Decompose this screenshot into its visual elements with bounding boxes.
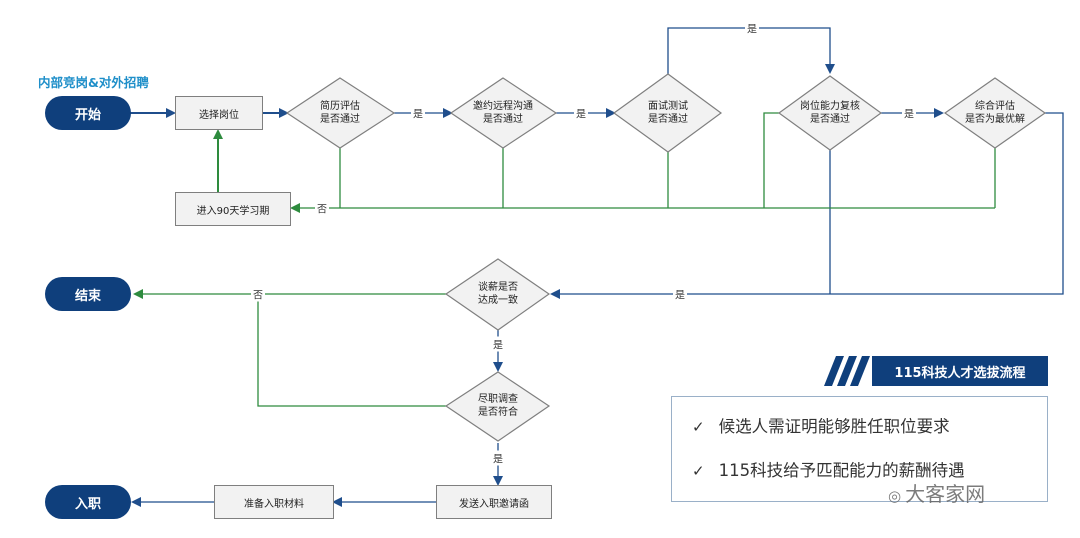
note-item: ✓候选人需证明能够胜任职位要求 <box>692 417 950 436</box>
onboard-terminal: 入职 <box>45 485 131 519</box>
edge-background-no <box>257 294 446 407</box>
decision-review <box>777 75 883 151</box>
check-icon: ✓ <box>692 462 705 480</box>
check-icon: ✓ <box>692 418 705 436</box>
decision-resume <box>285 77 396 149</box>
edge-label-yes-remote: 是 <box>574 105 588 121</box>
wechat-icon: ◎ <box>888 487 902 505</box>
decision-remote-label: 邀约远程沟通是否通过 <box>473 101 533 125</box>
edge-label-yes-overall: 是 <box>673 286 687 302</box>
watermark: ◎大客家网 <box>888 482 986 506</box>
process-banner: 115科技人才选拔流程 <box>872 356 1048 386</box>
end-terminal: 结束 <box>45 277 131 311</box>
banner-stripe-1 <box>824 356 844 386</box>
decision-overall <box>943 77 1047 149</box>
prepare-materials-box: 准备入职材料 <box>214 485 334 519</box>
send-offer-box: 发送入职邀请函 <box>436 485 552 519</box>
notes-panel: ✓候选人需证明能够胜任职位要求 ✓115科技给予匹配能力的薪酬待遇 <box>671 396 1048 502</box>
decision-salary <box>444 258 551 331</box>
decision-review-label: 岗位能力复核是否通过 <box>800 101 860 125</box>
decision-resume-label: 简历评估是否通过 <box>320 101 360 125</box>
edge-label-yes-background: 是 <box>491 450 505 466</box>
banner-stripe-3 <box>850 356 870 386</box>
edge-label-yes-resume: 是 <box>411 105 425 121</box>
edge-label-no-salary: 否 <box>251 286 265 302</box>
note-item: ✓115科技给予匹配能力的薪酬待遇 <box>692 461 965 480</box>
flow-heading: 内部竞岗&对外招聘 <box>38 75 149 90</box>
decision-background-label: 尽职调查是否符合 <box>478 394 518 418</box>
edge-label-yes-review: 是 <box>902 105 916 121</box>
edge-label-yes-salary: 是 <box>491 336 505 352</box>
decision-interview <box>612 73 723 153</box>
decision-interview-label: 面试测试是否通过 <box>648 101 688 125</box>
decision-overall-label: 综合评估是否为最优解 <box>965 101 1025 125</box>
select-position-box: 选择岗位 <box>175 96 263 130</box>
banner-stripe-2 <box>837 356 857 386</box>
edge-overall-to-salary <box>550 112 1064 299</box>
reject-from-review <box>763 112 779 208</box>
decision-salary-label: 谈薪是否达成一致 <box>478 282 518 306</box>
learning-period-box: 进入90天学习期 <box>175 192 291 226</box>
decision-background <box>444 371 551 442</box>
edge-label-no-reject: 否 <box>315 200 329 216</box>
start-terminal: 开始 <box>45 96 131 130</box>
decision-remote <box>449 77 558 149</box>
edge-label-yes-interview: 是 <box>745 20 759 36</box>
